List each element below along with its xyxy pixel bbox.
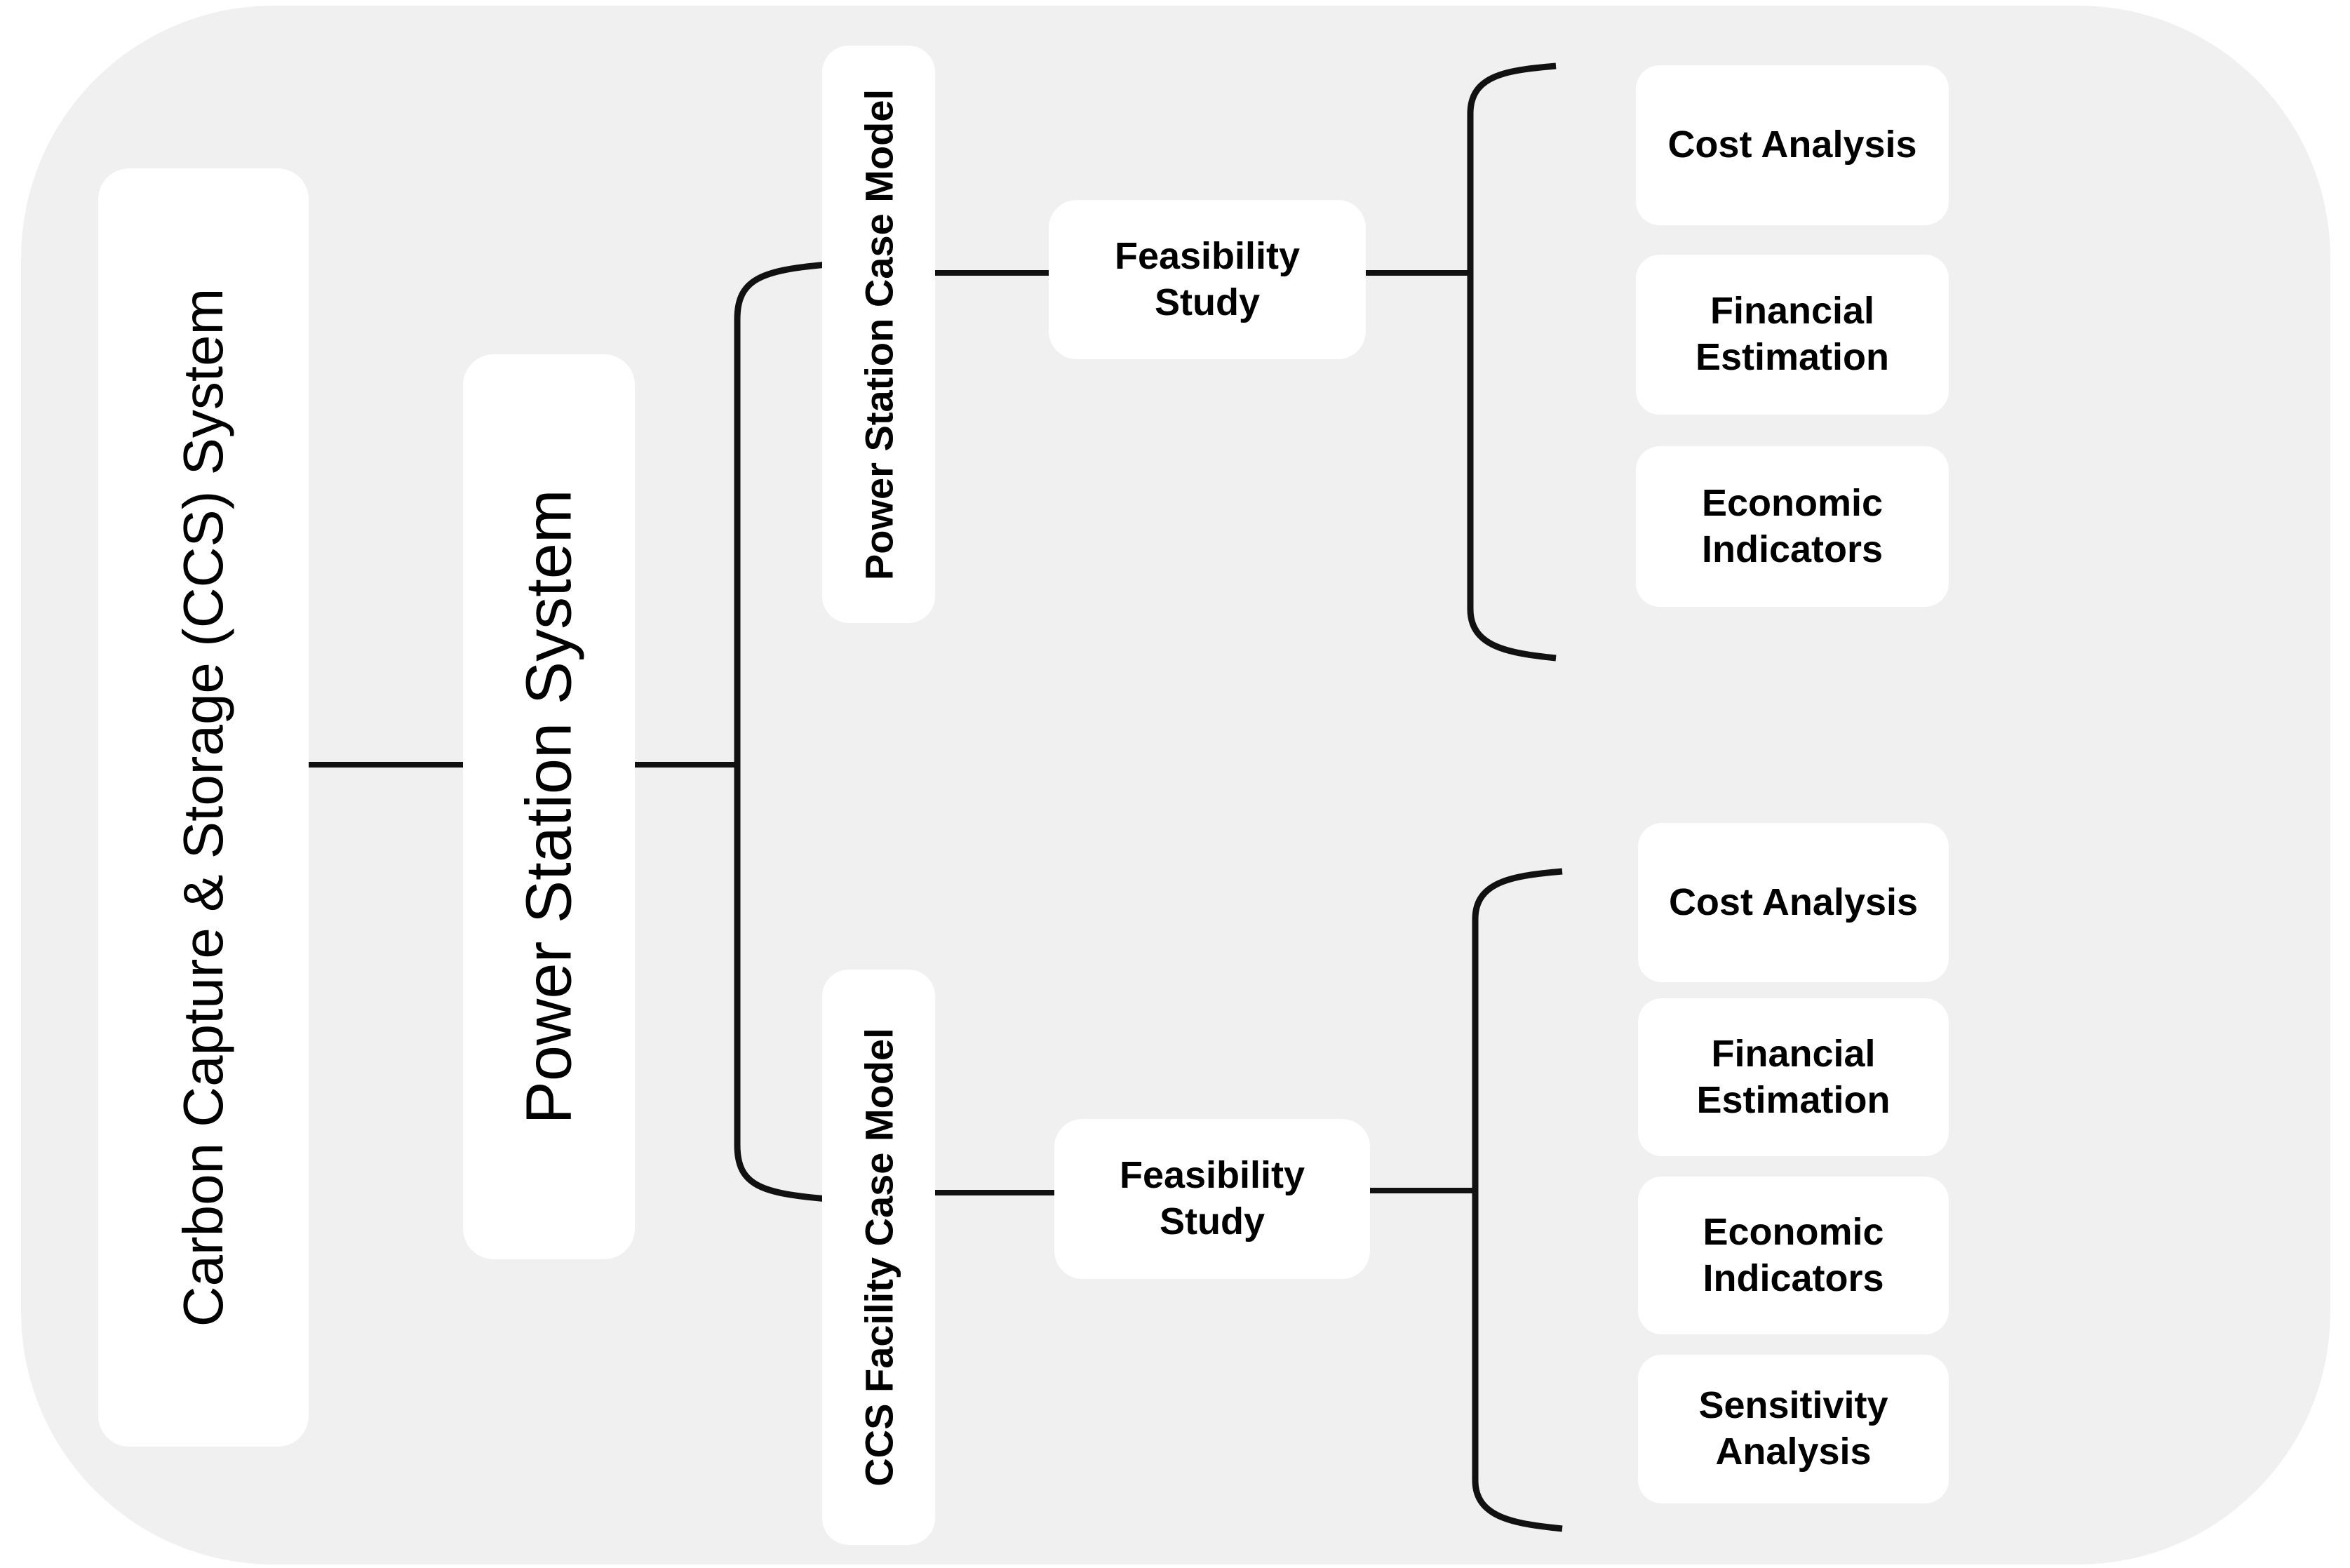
leaf-bottom-financial-estimation: Financial Estimation [1638,998,1949,1156]
node-ccs-system: Carbon Capture & Storage (CCS) System [98,168,309,1447]
leaf-top-cost-analysis: Cost Analysis [1636,65,1949,225]
node-ccs-facility-case-model: CCS Facility Case Model [822,970,935,1545]
node-power-station-case-model: Power Station Case Model [822,46,935,623]
leaf-label: Cost Analysis [1667,123,1917,166]
leaf-label: Economic Indicators [1703,1210,1884,1299]
node-ccs-system-label: Carbon Capture & Storage (CCS) System [172,288,234,1327]
leaf-top-financial-estimation: Financial Estimation [1636,255,1949,415]
node-power-station-system: Power Station System [463,354,635,1259]
bracket-bottom-leaves [1472,868,1563,1532]
leaf-label: Financial Estimation [1695,290,1890,378]
node-feasibility-study-bottom: Feasibility Study [1054,1119,1370,1279]
node-power-station-case-model-label: Power Station Case Model [857,88,901,580]
node-feasibility-study-top: Feasibility Study [1049,200,1366,359]
leaf-label: Economic Indicators [1701,481,1884,570]
leaf-bottom-sensitivity-analysis: Sensitivity Analysis [1638,1355,1949,1503]
leaf-bottom-economic-indicators: Economic Indicators [1638,1177,1949,1334]
leaf-label: Sensitivity Analysis [1698,1384,1888,1473]
bracket-top-leaves [1467,62,1557,662]
node-feasibility-study-top-label: Feasibility Study [1114,234,1301,323]
leaf-top-economic-indicators: Economic Indicators [1636,446,1949,607]
leaf-label: Financial Estimation [1696,1032,1891,1121]
node-feasibility-study-bottom-label: Feasibility Study [1119,1154,1305,1242]
leaf-label: Cost Analysis [1668,880,1919,923]
leaf-bottom-cost-analysis: Cost Analysis [1638,823,1949,982]
bracket-system-children [734,261,828,1202]
node-ccs-facility-case-model-label: CCS Facility Case Model [857,1028,901,1487]
node-power-station-system-label: Power Station System [513,489,584,1125]
